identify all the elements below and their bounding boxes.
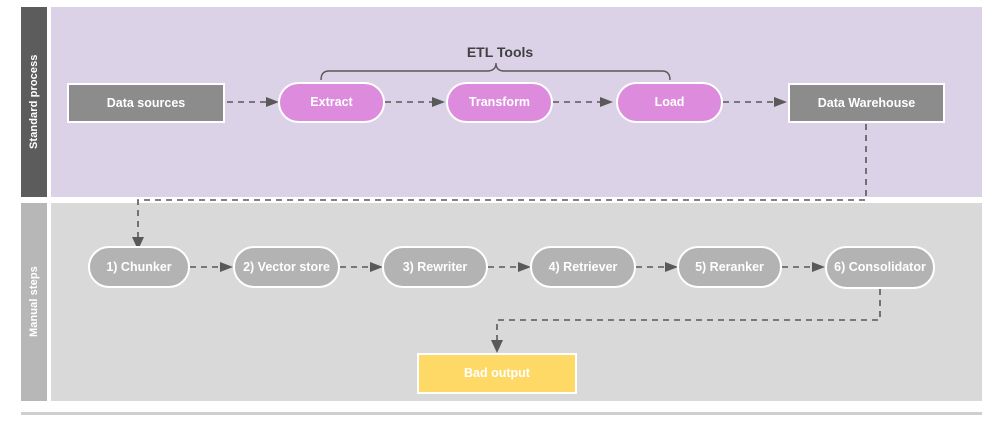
node-rewriter-label: 3) Rewriter [402,259,468,274]
etl-tools-label: ETL Tools [466,44,534,60]
lane-standard-process-label: Standard process [21,7,47,197]
node-rewriter[interactable]: 3) Rewriter [382,246,488,288]
node-load[interactable]: Load [616,82,723,123]
node-consolidator[interactable]: 6) Consolidator [825,246,935,289]
node-chunker[interactable]: 1) Chunker [88,246,190,288]
node-extract[interactable]: Extract [278,82,385,123]
node-transform[interactable]: Transform [446,82,553,123]
node-chunker-label: 1) Chunker [106,259,172,274]
node-load-label: Load [654,95,685,110]
node-data-warehouse-label: Data Warehouse [817,95,916,110]
node-transform-label: Transform [468,95,531,110]
node-consolidator-label: 6) Consolidator [834,260,926,275]
node-vector-store[interactable]: 2) Vector store [233,246,340,288]
node-bad-output[interactable]: Bad output [417,353,577,394]
node-data-sources[interactable]: Data sources [67,83,225,123]
lane-manual-steps-label: Manual steps [21,203,47,401]
bottom-divider [21,412,982,415]
node-reranker-label: 5) Reranker [695,259,764,274]
node-data-warehouse[interactable]: Data Warehouse [788,83,945,123]
node-reranker[interactable]: 5) Reranker [677,246,782,288]
node-vector-store-label: 2) Vector store [243,259,330,274]
node-retriever[interactable]: 4) Retriever [530,246,636,288]
node-extract-label: Extract [310,95,353,110]
node-data-sources-label: Data sources [106,95,186,110]
node-retriever-label: 4) Retriever [548,259,618,274]
node-bad-output-label: Bad output [464,366,530,381]
